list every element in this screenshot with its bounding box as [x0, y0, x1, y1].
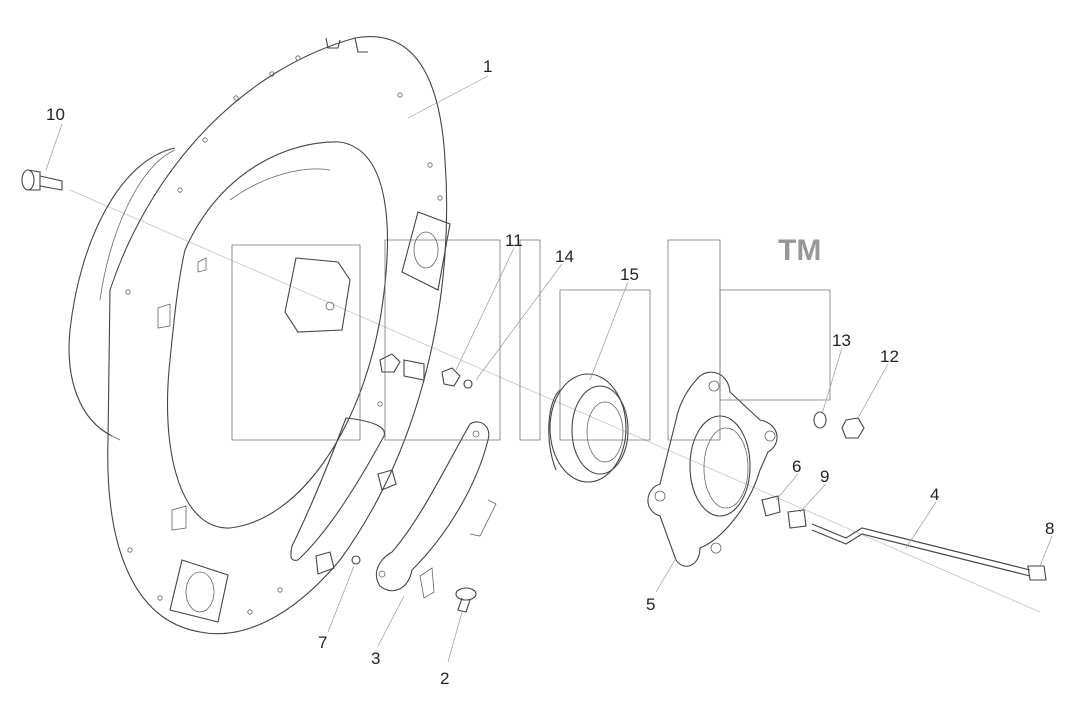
callout-labels: 1 10 11 14 15 13 12 6 9 4 8 5 7 3 2 — [46, 57, 1054, 688]
callout-6: 6 — [792, 457, 801, 476]
leader-lines — [45, 75, 1053, 663]
callout-13: 13 — [832, 331, 851, 350]
part-end-cap — [1027, 565, 1047, 581]
part-washers — [315, 469, 397, 575]
trademark-text: TM — [778, 234, 821, 267]
callout-7: 7 — [318, 633, 327, 652]
callout-5: 5 — [646, 595, 655, 614]
callout-11: 11 — [505, 231, 523, 250]
callout-15: 15 — [620, 265, 639, 284]
callout-12: 12 — [880, 347, 899, 366]
callout-10: 10 — [46, 105, 65, 124]
part-grease-fitting — [761, 495, 807, 529]
callout-2: 2 — [440, 669, 449, 688]
watermark: TM — [231, 234, 831, 441]
part-housing-flange — [68, 36, 451, 635]
part-screw — [455, 587, 477, 613]
callout-9: 9 — [820, 467, 829, 486]
part-bracket — [375, 421, 497, 599]
part-bearing — [548, 373, 629, 483]
part-bolt — [21, 169, 63, 191]
part-lube-tube — [811, 523, 1031, 577]
callout-8: 8 — [1045, 519, 1054, 538]
callout-4: 4 — [930, 485, 939, 504]
callout-1: 1 — [483, 57, 492, 76]
callout-3: 3 — [371, 649, 380, 668]
part-nut-washer — [813, 411, 865, 439]
part-nut-set — [379, 353, 473, 389]
callout-14: 14 — [555, 247, 574, 266]
